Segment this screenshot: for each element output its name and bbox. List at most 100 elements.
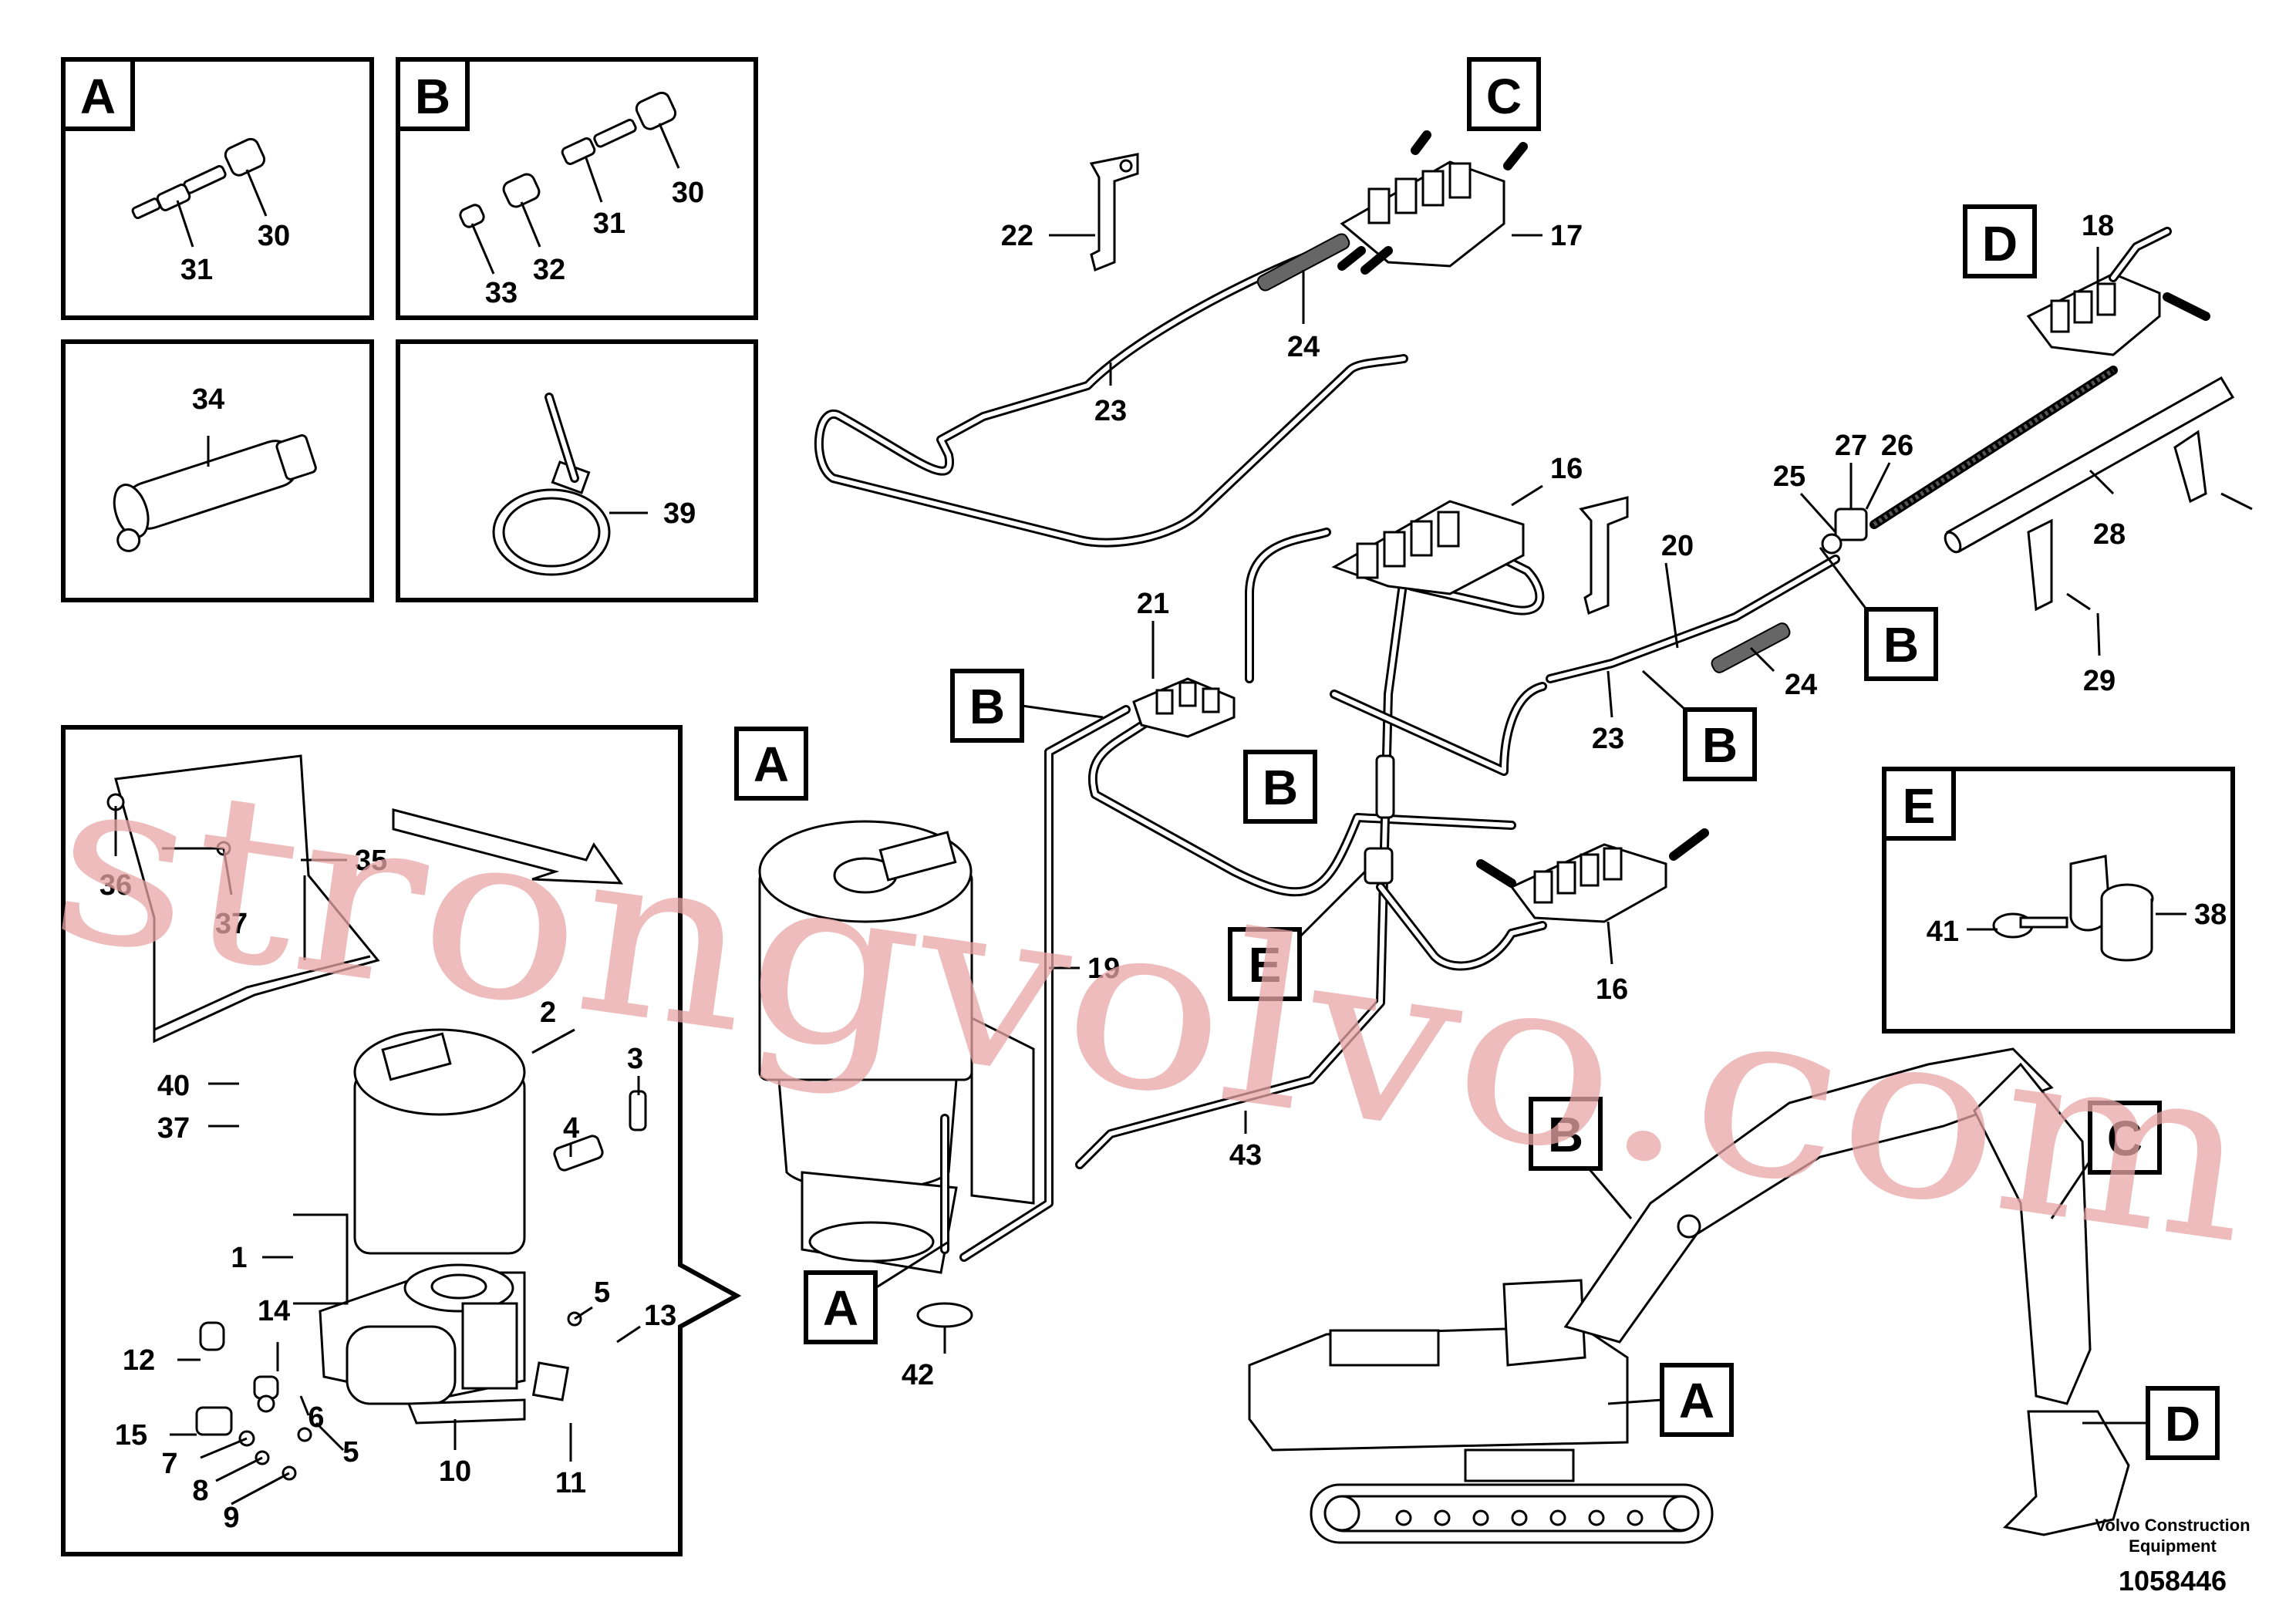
part-number-20: 20 <box>1661 530 1694 562</box>
callout-e: E <box>1228 870 1367 1001</box>
part-number-9: 9 <box>223 1502 239 1534</box>
drawing-number: 1058446 <box>2119 1565 2227 1597</box>
fitting-drawing <box>131 137 266 220</box>
grease-cartridge-drawing <box>113 434 317 552</box>
part-number-23: 23 <box>1592 723 1624 755</box>
callout-b: B <box>1819 547 1938 681</box>
part-number-36: 36 <box>99 869 132 902</box>
callout-a: A <box>754 737 789 792</box>
part-number-39: 39 <box>663 497 696 530</box>
part-number-33: 33 <box>485 277 518 309</box>
part-number-10: 10 <box>439 1455 471 1488</box>
company-name: Volvo Construction <box>2095 1516 2250 1535</box>
part-number-8: 8 <box>192 1475 208 1507</box>
part-number-11: 11 <box>555 1467 586 1499</box>
distribution-valve-block <box>1337 130 1528 275</box>
drawing-footer: Volvo Construction Equipment 1058446 <box>2095 1516 2250 1597</box>
part-number-12: 12 <box>123 1344 155 1377</box>
part-number-30: 30 <box>258 220 290 252</box>
detail-panel-e: E 41 38 <box>1882 767 2235 1034</box>
fitting <box>553 1135 604 1172</box>
part-number-6: 6 <box>308 1401 324 1434</box>
svg-text:C: C <box>2107 1111 2143 1166</box>
fitting <box>1821 533 1843 555</box>
part-number-5: 5 <box>342 1436 359 1469</box>
arm <box>1973 1062 2092 1405</box>
part-number-38: 38 <box>2194 899 2227 931</box>
part-number-17: 17 <box>1550 220 1583 252</box>
part-number-21: 21 <box>1137 588 1169 620</box>
excavator-overview: B C A D <box>1248 1047 2220 1544</box>
part-number-24: 24 <box>1287 331 1320 363</box>
svg-text:A: A <box>823 1280 858 1336</box>
part-number-4: 4 <box>563 1112 579 1145</box>
svg-text:B: B <box>969 679 1005 734</box>
part-number-31: 31 <box>593 207 625 240</box>
detail-b-label: B <box>415 69 450 124</box>
detail-panel-cable-tie: 39 <box>396 339 758 602</box>
part-number-42: 42 <box>902 1359 934 1391</box>
cab <box>1502 1279 1586 1367</box>
mounting-bracket-drawing <box>106 754 380 1044</box>
svg-text:B: B <box>1702 717 1738 773</box>
cover-plate <box>531 1361 570 1401</box>
part-number-13: 13 <box>644 1300 676 1332</box>
main-assembly: A <box>734 57 2253 1391</box>
pipe-assembly <box>1944 376 2253 612</box>
svg-text:E: E <box>1249 937 1282 993</box>
fitting <box>629 1090 647 1131</box>
callout-d: D <box>2082 1386 2220 1460</box>
callout-b: B <box>950 669 1104 743</box>
grease-pump-drawing <box>319 1028 526 1425</box>
detail-panel-grease-cartridge: 34 <box>61 339 374 602</box>
svg-text:B: B <box>1263 760 1298 815</box>
direction-arrow <box>392 808 623 885</box>
carbody <box>1464 1448 1575 1482</box>
part-number-5: 5 <box>594 1276 610 1309</box>
callout-d: D <box>1982 216 2018 271</box>
detail-a-label: A <box>80 69 116 124</box>
detail-e-label: E <box>1903 778 1936 834</box>
fitting-block <box>1834 508 1868 541</box>
track <box>1310 1483 1714 1544</box>
callout-b: B <box>1529 1097 1633 1219</box>
part-number-3: 3 <box>627 1043 643 1075</box>
part-number-37: 37 <box>157 1112 190 1145</box>
bracket <box>1089 153 1139 272</box>
bucket <box>2002 1410 2130 1536</box>
fitting <box>199 1321 225 1351</box>
part-number-19: 19 <box>1087 953 1120 985</box>
part-number-15: 15 <box>115 1419 147 1452</box>
svg-text:B: B <box>1548 1107 1583 1162</box>
pump-detail-panel: 36 37 35 2 3 40 37 4 1 5 13 14 12 15 6 5… <box>61 725 742 1556</box>
part-number-29: 29 <box>2083 665 2116 697</box>
svg-text:A: A <box>1679 1373 1714 1428</box>
part-number-22: 22 <box>1001 220 1033 252</box>
hose-routing <box>814 250 2118 1262</box>
bracket <box>1579 496 1629 615</box>
tee-fitting <box>195 1406 233 1436</box>
fitting <box>297 1427 312 1442</box>
part-number-7: 7 <box>161 1448 177 1480</box>
grease-pump-motor <box>758 820 1035 1328</box>
callout-b: B <box>1641 669 1757 781</box>
callout-a: A <box>1607 1363 1734 1437</box>
distribution-valve-block <box>1331 500 1525 595</box>
part-number-16: 16 <box>1596 973 1628 1006</box>
callout-c: C <box>2050 1101 2162 1219</box>
company-name-line2: Equipment <box>2129 1536 2217 1556</box>
fitting <box>257 1394 275 1413</box>
engine-cover <box>1329 1329 1440 1367</box>
part-number-2: 2 <box>540 996 556 1029</box>
boom <box>1563 1047 2054 1344</box>
cable-loop <box>916 1302 973 1328</box>
svg-text:D: D <box>2165 1396 2200 1452</box>
part-number-26: 26 <box>1881 430 1913 462</box>
hose-clamp <box>1364 847 1394 885</box>
part-number-35: 35 <box>355 845 387 877</box>
part-number-32: 32 <box>533 254 565 286</box>
part-number-24: 24 <box>1785 669 1817 701</box>
part-number-40: 40 <box>157 1070 190 1102</box>
distribution-valve-block <box>1476 828 1709 923</box>
part-number-43: 43 <box>1229 1139 1262 1172</box>
